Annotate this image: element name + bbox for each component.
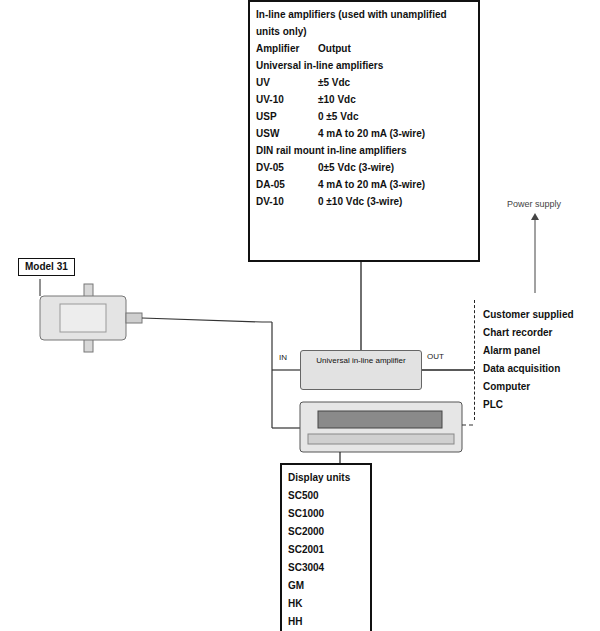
list-heading: Display units	[288, 469, 364, 487]
table-cell: In-line amplifiers (used with unamplifie…	[256, 6, 472, 40]
table-row: USP0 ±5 Vdc	[256, 108, 472, 125]
table-cell: UV	[256, 74, 318, 91]
table-cell: USW	[256, 125, 318, 142]
node-text: HH	[288, 613, 364, 631]
node-text: SC500	[288, 487, 364, 505]
table-cell: 0 ±5 Vdc	[318, 108, 359, 125]
table-cell: ±10 Vdc	[318, 91, 356, 108]
table-cell: 4 mA to 20 mA (3-wire)	[318, 125, 425, 142]
node-text: SC2000	[288, 523, 364, 541]
power-arrow	[531, 213, 539, 293]
dashed-link	[462, 424, 474, 425]
table-cell: Amplifier	[256, 40, 318, 57]
node-text: Data acquisition	[483, 360, 594, 378]
node-text: Universal in-line amplifier	[307, 355, 415, 366]
node-text: PLC	[483, 396, 594, 414]
customer-list: Customer suppliedChart recorderAlarm pan…	[474, 300, 598, 420]
connector-wire	[360, 262, 361, 350]
pin-label: IN	[278, 353, 288, 362]
table-row: DA-054 mA to 20 mA (3-wire)	[256, 176, 472, 193]
node-text: GM	[288, 577, 364, 595]
display-unit	[300, 402, 462, 463]
table-row: DV-100 ±10 Vdc (3-wire)	[256, 193, 472, 210]
table-cell: 0±5 Vdc (3-wire)	[318, 159, 394, 176]
node-text: SC2001	[288, 541, 364, 559]
display-list: Display unitsSC500SC1000SC2000SC2001SC30…	[280, 463, 372, 631]
table-cell: DA-05	[256, 176, 318, 193]
table-row: In-line amplifiers (used with unamplifie…	[256, 6, 472, 40]
amplifier-table: In-line amplifiers (used with unamplifie…	[248, 0, 480, 262]
table-cell: Output	[318, 40, 351, 57]
table-row: DIN rail mount in-line amplifiers	[256, 142, 472, 159]
table-row: AmplifierOutput	[256, 40, 472, 57]
node-text: HK	[288, 595, 364, 613]
table-cell: 4 mA to 20 mA (3-wire)	[318, 176, 425, 193]
table-cell: ±5 Vdc	[318, 74, 350, 91]
power-supply-label: Power supply	[506, 199, 562, 209]
table-row: UV±5 Vdc	[256, 74, 472, 91]
node-text: Computer	[483, 378, 594, 396]
amplifier-box: Universal in-line amplifier	[300, 350, 422, 390]
node-text: Alarm panel	[483, 342, 594, 360]
table-row: UV-10±10 Vdc	[256, 91, 472, 108]
pin-label: OUT	[426, 352, 445, 361]
table-cell: Universal in-line amplifiers	[256, 57, 383, 74]
table-cell: DV-10	[256, 193, 318, 210]
load-cell	[40, 284, 142, 352]
table-row: USW4 mA to 20 mA (3-wire)	[256, 125, 472, 142]
node-text: SC3004	[288, 559, 364, 577]
list-heading: Customer supplied	[483, 306, 594, 324]
table-cell: DV-05	[256, 159, 318, 176]
table-cell: 0 ±10 Vdc (3-wire)	[318, 193, 402, 210]
node-text: SC1000	[288, 505, 364, 523]
table-cell: USP	[256, 108, 318, 125]
leader-line	[40, 279, 41, 296]
node-text: Chart recorder	[483, 324, 594, 342]
node-text: Model 31	[25, 260, 68, 274]
connector-wire	[422, 369, 474, 370]
model-label-box: Model 31	[18, 258, 75, 276]
table-row: Universal in-line amplifiers	[256, 57, 472, 74]
table-cell: DIN rail mount in-line amplifiers	[256, 142, 407, 159]
table-row: DV-050±5 Vdc (3-wire)	[256, 159, 472, 176]
table-cell: UV-10	[256, 91, 318, 108]
cable-wires	[142, 318, 300, 428]
